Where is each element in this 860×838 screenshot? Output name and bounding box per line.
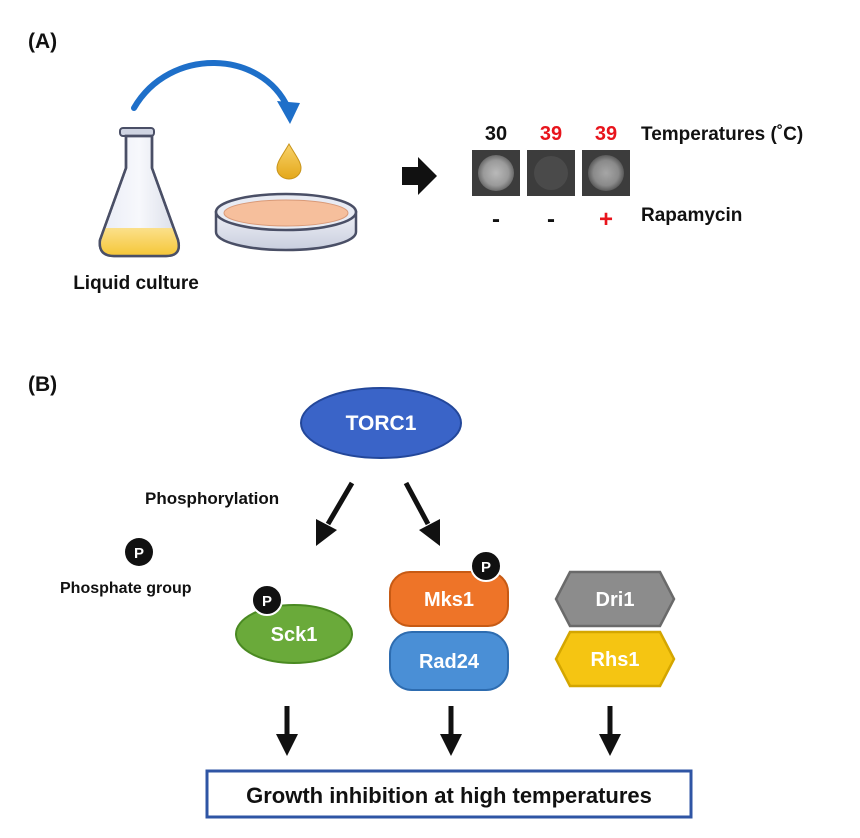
rad24-node bbox=[389, 631, 509, 691]
transfer-arrow bbox=[131, 60, 300, 124]
spot-rapamycin-sign: - bbox=[492, 206, 500, 233]
spot-rapamycin-sign: - bbox=[547, 206, 555, 233]
rad24-label: Rad24 bbox=[419, 651, 480, 673]
spot-temperature-label: 30 bbox=[485, 123, 507, 145]
rhs1-node bbox=[554, 630, 676, 688]
phosphorylation-label: Phosphorylation bbox=[145, 489, 279, 508]
sck1-label: Sck1 bbox=[271, 624, 318, 646]
dri1-node bbox=[554, 570, 676, 628]
mks1-node bbox=[389, 571, 509, 627]
sck1-down-arrow bbox=[276, 706, 298, 756]
torc1-node bbox=[300, 387, 462, 459]
spot-rapamycin-sign: + bbox=[599, 206, 613, 233]
torc1-label: TORC1 bbox=[346, 412, 417, 435]
mks1-label: Mks1 bbox=[424, 589, 474, 611]
mks1-phosphate-symbol: P bbox=[481, 559, 491, 576]
panel-b-label: (B) bbox=[28, 373, 57, 396]
phosphate-legend-symbol: P bbox=[134, 545, 144, 562]
result-arrow-icon bbox=[402, 157, 437, 195]
drop-icon bbox=[276, 143, 302, 180]
spot-temperature-label: 39 bbox=[540, 123, 562, 145]
flask-icon bbox=[98, 127, 180, 258]
rapamycin-label: Rapamycin bbox=[641, 205, 742, 226]
sck1-phosphate-icon bbox=[251, 584, 283, 616]
temperatures-label: Temperatures (˚C) bbox=[641, 124, 803, 145]
mks1-down-arrow bbox=[440, 706, 462, 756]
petri-dish-icon bbox=[214, 192, 358, 252]
torc1-to-sck1-arrow bbox=[316, 481, 355, 546]
panel-a-label: (A) bbox=[28, 30, 57, 53]
phosphate-group-label: Phosphate group bbox=[60, 580, 192, 597]
outcome-box bbox=[205, 769, 693, 819]
culture-label: Liquid culture bbox=[73, 273, 199, 294]
spot-assay: 30 - 39 - 39 + bbox=[472, 123, 630, 233]
dri1-label: Dri1 bbox=[596, 589, 635, 611]
phosphate-legend-icon bbox=[125, 538, 153, 566]
outcome-label: Growth inhibition at high temperatures bbox=[246, 783, 652, 808]
yeast-spot bbox=[588, 155, 624, 191]
dri1-down-arrow bbox=[599, 706, 621, 756]
spot-temperature-label: 39 bbox=[595, 123, 617, 145]
yeast-spot bbox=[478, 155, 514, 191]
yeast-spot bbox=[534, 156, 568, 190]
torc1-to-mks1-arrow bbox=[403, 481, 440, 546]
sck1-phosphate-symbol: P bbox=[262, 593, 272, 610]
mks1-phosphate-icon bbox=[470, 550, 502, 582]
sck1-node bbox=[235, 604, 353, 664]
rhs1-label: Rhs1 bbox=[591, 649, 640, 671]
